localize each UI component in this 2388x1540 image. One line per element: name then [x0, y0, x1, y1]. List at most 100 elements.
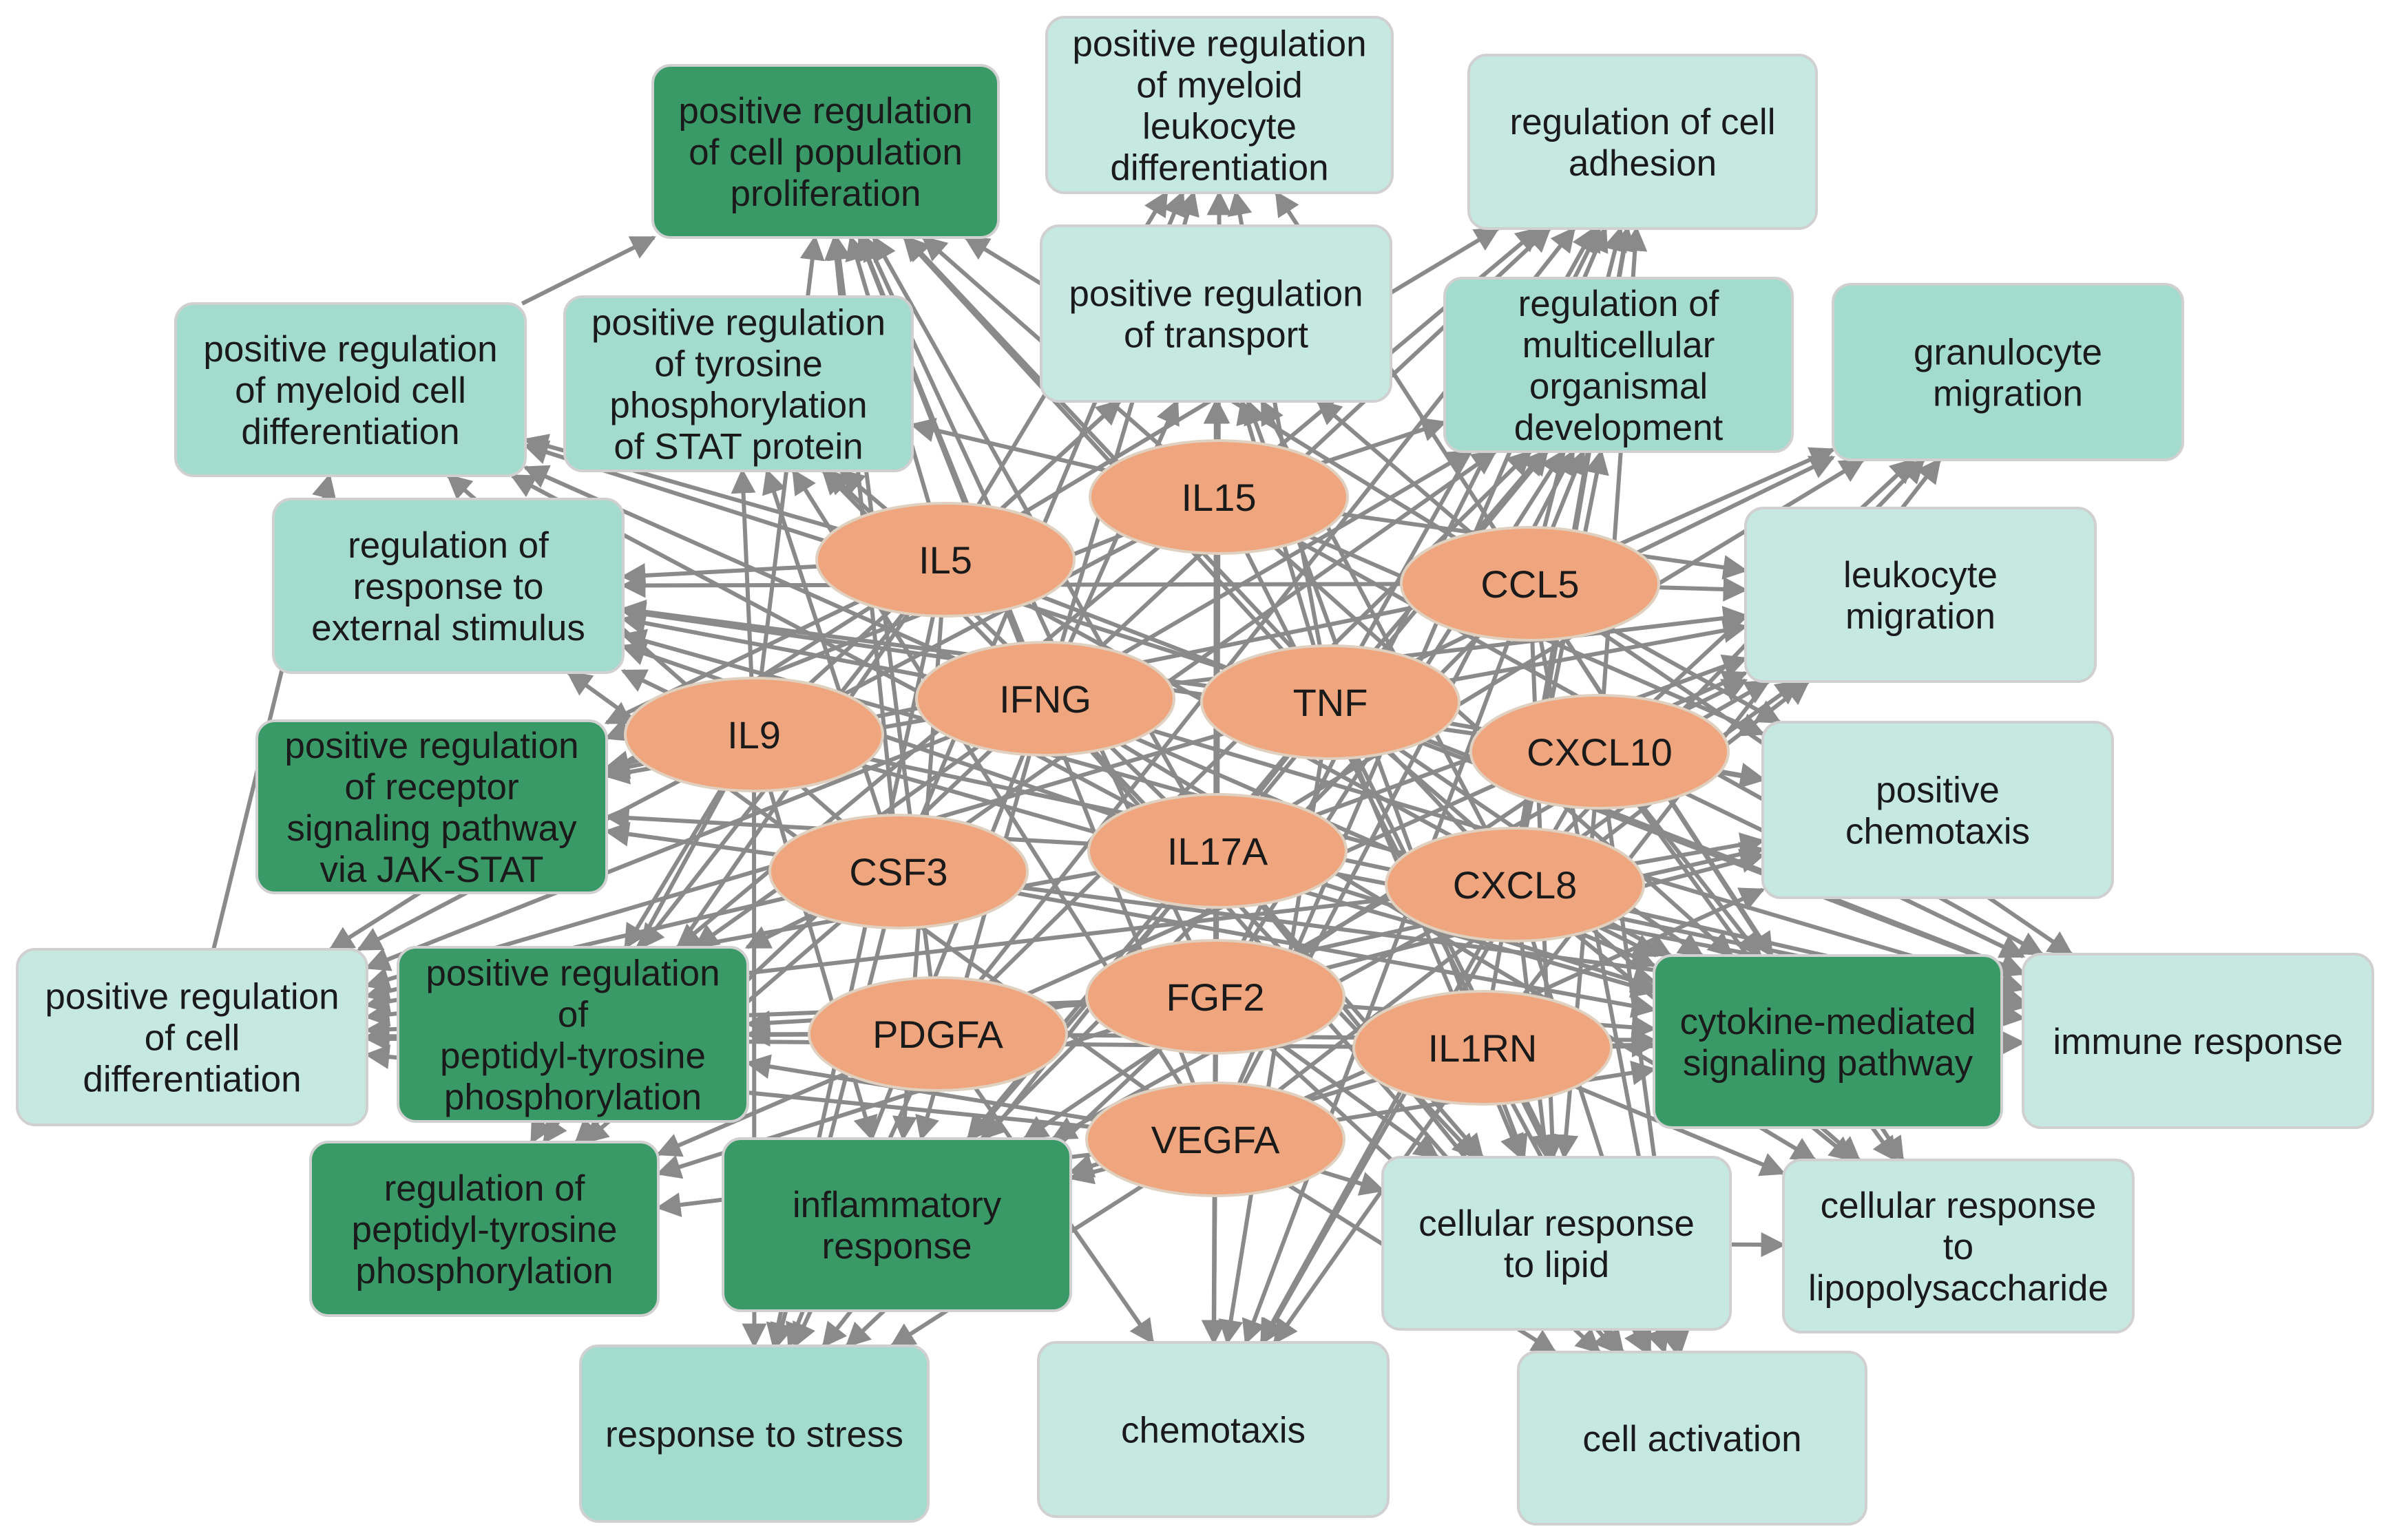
term-label-line: regulation of [384, 1168, 585, 1209]
edge-VEGFA-t_inflam [1068, 1160, 1107, 1185]
gene-node-pdgfa[interactable]: PDGFA [808, 976, 1068, 1092]
term-label-line: of cell [145, 1018, 240, 1059]
term-label-line: positive regulation [203, 329, 497, 370]
term-label-line: of receptor [344, 767, 519, 808]
gene-node-cxcl10[interactable]: CXCL10 [1469, 694, 1730, 810]
term-label-line: to lipid [1504, 1245, 1609, 1285]
gene-node-il17a[interactable]: IL17A [1087, 793, 1348, 909]
term-label-line: leukocyte [1142, 107, 1297, 147]
gene-label: IL1RN [1428, 1026, 1538, 1070]
edge-CCL5-t_transport [1316, 399, 1474, 536]
gene-label: CCL5 [1480, 562, 1579, 606]
term-node-multicell[interactable]: regulation ofmulticellularorganismaldeve… [1443, 277, 1794, 453]
term-box [174, 302, 527, 477]
term-label-line: to [1943, 1227, 1973, 1267]
gene-label: IL5 [919, 538, 972, 582]
term-box [563, 295, 914, 472]
gene-node-il5[interactable]: IL5 [815, 502, 1076, 618]
edge-IL9-t_ext_stim [620, 668, 669, 695]
term-box [2022, 953, 2374, 1129]
gene-ellipse [808, 976, 1068, 1092]
term-node-chemotaxis[interactable]: chemotaxis [1037, 1341, 1390, 1518]
term-label-line: of tyrosine [654, 344, 823, 385]
term-box [722, 1137, 1072, 1312]
gene-label: TNF [1293, 681, 1368, 724]
term-box [309, 1141, 660, 1317]
term-label-line: positive regulation [426, 953, 720, 994]
gene-ellipse [768, 814, 1029, 929]
gene-node-vegfa[interactable]: VEGFA [1085, 1082, 1345, 1197]
edge-PDGFA-t_pep_tyr [656, 1071, 847, 1157]
gene-node-il15[interactable]: IL15 [1089, 439, 1349, 555]
term-label-line: cell activation [1582, 1419, 1801, 1459]
term-label-line: multicellular [1522, 325, 1715, 366]
term-label-line: cellular response [1418, 1203, 1695, 1244]
term-label-line: response to stress [605, 1415, 903, 1455]
term-node-pep-tyr-pos[interactable]: positive regulationofpeptidyl-tyrosineph… [397, 946, 749, 1123]
gene-node-ccl5[interactable]: CCL5 [1400, 526, 1660, 642]
term-box [255, 719, 608, 894]
term-node-immune[interactable]: immune response [2022, 953, 2374, 1129]
term-label-line: phosphorylation [355, 1251, 613, 1291]
gene-label: IL17A [1167, 830, 1268, 873]
term-label-line: differentiation [1110, 148, 1328, 189]
term-label-line: cellular response [1821, 1185, 2097, 1226]
term-node-stress[interactable]: response to stress [579, 1344, 930, 1523]
term-label-line: immune response [2053, 1022, 2343, 1062]
term-label-line: of myeloid cell [235, 370, 466, 411]
term-label-line: positive regulation [591, 303, 886, 344]
term-node-activation[interactable]: cell activation [1517, 1351, 1867, 1526]
term-box [1517, 1351, 1867, 1526]
term-box [651, 64, 1000, 239]
gene-ellipse [1469, 694, 1730, 810]
term-label-line: peptidyl-tyrosine [440, 1036, 706, 1077]
term-label-line: via JAK-STAT [320, 850, 544, 890]
edge-IL1RN-t_chemotaxis [1272, 1100, 1447, 1344]
term-label-line: external stimulus [311, 608, 585, 648]
gene-node-tnf[interactable]: TNF [1200, 644, 1460, 760]
edge-CCL5-t_granulocyte [1620, 447, 1836, 546]
edge-CCL5-t_leuk_mig [1658, 576, 1748, 602]
term-label-line: organismal [1529, 366, 1708, 407]
term-label-line: phosphorylation [609, 386, 867, 426]
gene-node-il9[interactable]: IL9 [624, 677, 884, 792]
term-node-pep-tyr[interactable]: regulation ofpeptidyl-tyrosinephosphoryl… [309, 1141, 660, 1317]
term-label-line: positive regulation [1072, 24, 1366, 65]
gene-node-cxcl8[interactable]: CXCL8 [1385, 827, 1645, 942]
gene-node-ifng[interactable]: IFNG [915, 641, 1175, 757]
term-label-line: proliferation [731, 173, 921, 214]
edge-t_myeloid_cell-t_pop_prolif [521, 235, 656, 306]
term-box [397, 946, 749, 1123]
term-label-line: response [821, 1226, 972, 1267]
gene-node-il1rn[interactable]: IL1RN [1352, 990, 1613, 1106]
gene-node-csf3[interactable]: CSF3 [768, 814, 1029, 929]
edge-IFNG-t_ext_stim [620, 611, 928, 679]
edge-IFNG-t_cell_diff [364, 735, 951, 971]
gene-node-fgf2[interactable]: FGF2 [1085, 939, 1345, 1055]
gene-ellipse [1200, 644, 1460, 760]
term-label-line: differentiation [241, 412, 459, 452]
gene-label: CXCL10 [1527, 730, 1673, 774]
term-box [272, 498, 625, 674]
term-box [1037, 1341, 1390, 1518]
term-label-line: signaling pathway [286, 808, 577, 849]
term-label-line: positive regulation [45, 977, 339, 1017]
